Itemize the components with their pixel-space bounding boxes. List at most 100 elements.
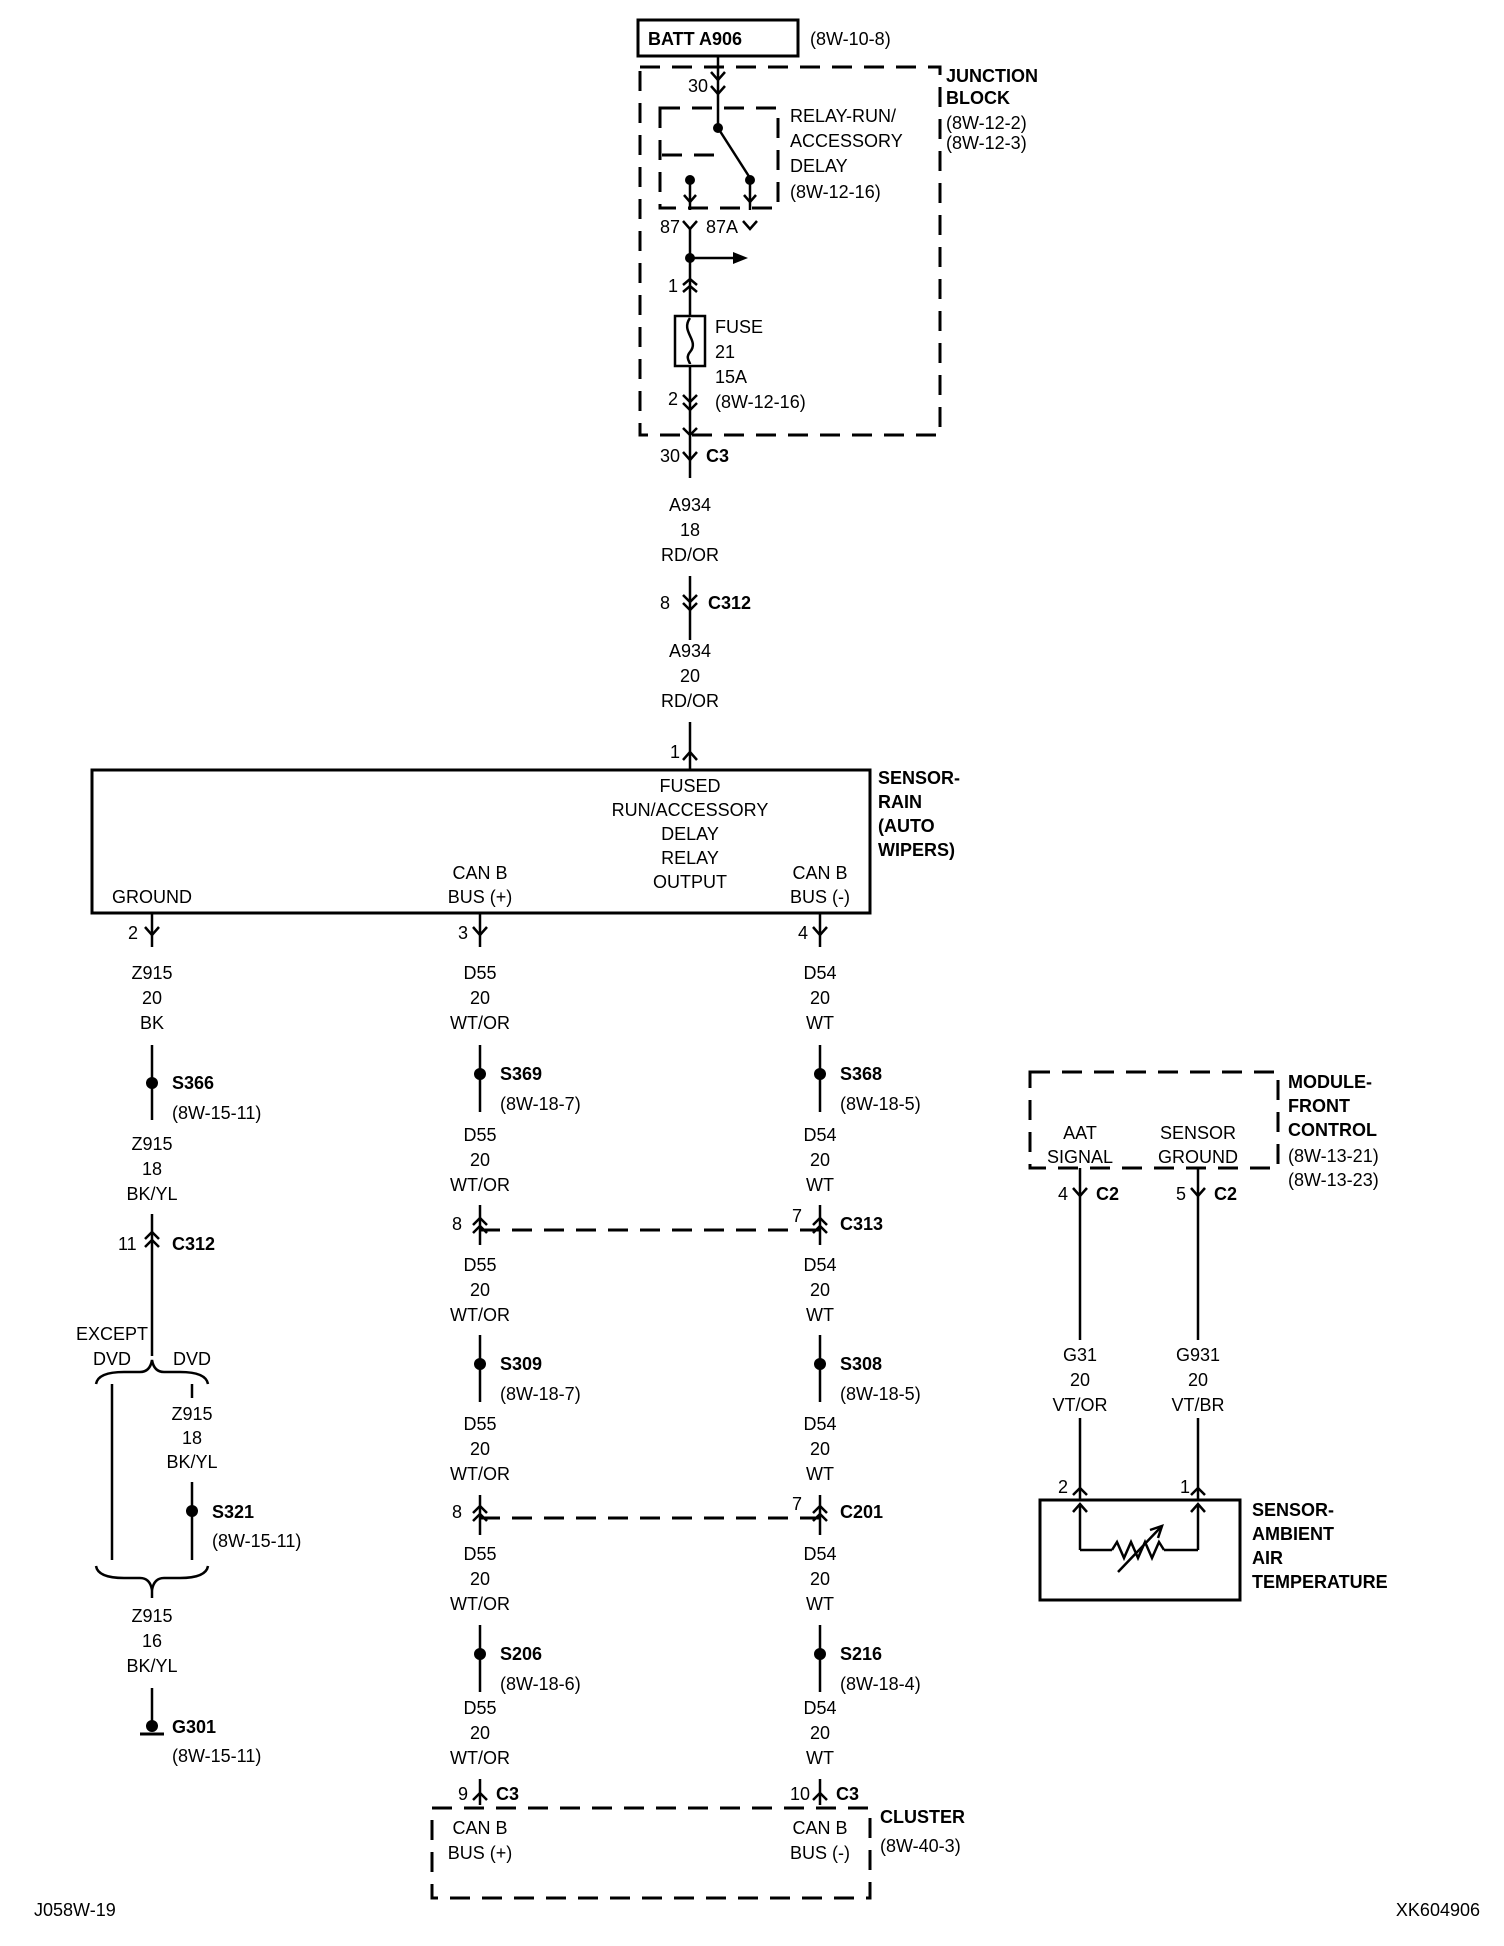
s206-name: S206 xyxy=(500,1644,542,1664)
c201-name: C201 xyxy=(840,1502,883,1522)
power-label-3: DELAY xyxy=(661,824,719,844)
g931-circuit: G931 xyxy=(1176,1345,1220,1365)
z915-20-circuit: Z915 xyxy=(131,963,172,983)
canp-w2-circuit: D55 xyxy=(463,1125,496,1145)
relay-title-3: DELAY xyxy=(790,156,848,176)
cluster-canp-2: BUS (+) xyxy=(448,1843,513,1863)
z915-18-circuit: Z915 xyxy=(131,1134,172,1154)
cluster-canm-2: BUS (-) xyxy=(790,1843,850,1863)
rain-sensor-title-1: SENSOR- xyxy=(878,768,960,788)
junction-block-ref-2: (8W-12-3) xyxy=(946,133,1027,153)
c3-top-name: C3 xyxy=(706,446,729,466)
canm-w2-color: WT xyxy=(806,1175,834,1195)
cluster-title: CLUSTER xyxy=(880,1807,965,1827)
s369-name: S369 xyxy=(500,1064,542,1084)
splice-s366 xyxy=(146,1077,158,1089)
rain-sensor-title-4: WIPERS) xyxy=(878,840,955,860)
a934-20-circuit: A934 xyxy=(669,641,711,661)
fuse-pin-in: 1 xyxy=(668,276,678,296)
canp-label-2: BUS (+) xyxy=(448,887,513,907)
rain-sensor-pin-2: 2 xyxy=(128,923,138,943)
g931-color: VT/BR xyxy=(1171,1395,1224,1415)
ground-label: GROUND xyxy=(112,887,192,907)
z915-16-circuit: Z915 xyxy=(131,1606,172,1626)
junction-block: JUNCTION BLOCK (8W-12-2) (8W-12-3) 30 RE… xyxy=(638,56,1038,440)
c313-canm-pin: 7 xyxy=(792,1206,802,1226)
s321-ref: (8W-15-11) xyxy=(212,1531,301,1551)
front-control-ref-1: (8W-13-21) xyxy=(1288,1146,1379,1166)
cluster-canp-1: CAN B xyxy=(452,1818,507,1838)
except-dvd-label: DVD xyxy=(93,1349,131,1369)
g301-name: G301 xyxy=(172,1717,216,1737)
front-control-outline xyxy=(1028,1070,1280,1170)
power-label-5: OUTPUT xyxy=(653,872,727,892)
relay-title-2: ACCESSORY xyxy=(790,131,903,151)
cluster-pin-10: 10 xyxy=(790,1784,810,1804)
canp-label-1: CAN B xyxy=(452,863,507,883)
s308-name: S308 xyxy=(840,1354,882,1374)
canm-w2-circuit: D54 xyxy=(803,1125,836,1145)
front-control-title-2: FRONT xyxy=(1288,1096,1350,1116)
ambient-title-1: SENSOR- xyxy=(1252,1500,1334,1520)
a934-20-gauge: 20 xyxy=(680,666,700,686)
z915-dvd-circuit: Z915 xyxy=(171,1404,212,1424)
option-brace-bottom xyxy=(94,1565,210,1591)
c313-name: C313 xyxy=(840,1214,883,1234)
can-bus-minus-branch: 4 D54 20 WT S368 (8W-18-5) D54 20 WT 7 C… xyxy=(790,913,921,1805)
c313-canp-pin: 8 xyxy=(452,1214,462,1234)
relay-switch-arm xyxy=(716,127,752,179)
c312-ground-pin: 11 xyxy=(118,1234,137,1254)
ambient-temp-wiring: 4 C2 5 C2 G31 20 VT/OR G931 20 VT/BR 2 1 xyxy=(1040,1168,1238,1500)
canm-w3-circuit: D54 xyxy=(803,1255,836,1275)
canm-label-2: BUS (-) xyxy=(790,887,850,907)
rain-sensor-pin-4: 4 xyxy=(798,923,808,943)
canm-label-1: CAN B xyxy=(792,863,847,883)
c201-canm-pin: 7 xyxy=(792,1494,802,1514)
rain-sensor-title-3: (AUTO xyxy=(878,816,935,836)
canm-w4-gauge: 20 xyxy=(810,1439,830,1459)
cluster: CLUSTER (8W-40-3) CAN B BUS (+) CAN B BU… xyxy=(430,1806,965,1900)
relay-pin-87a-label: 87A xyxy=(706,217,738,237)
g31-color: VT/OR xyxy=(1052,1395,1107,1415)
canm-w6-gauge: 20 xyxy=(810,1723,830,1743)
canm-w6-circuit: D54 xyxy=(803,1698,836,1718)
canm-w1-circuit: D54 xyxy=(803,963,836,983)
s216-ref: (8W-18-4) xyxy=(840,1674,921,1694)
relay-pin-87-label: 87 xyxy=(660,217,680,237)
canp-w5-circuit: D55 xyxy=(463,1544,496,1564)
canp-w2-color: WT/OR xyxy=(450,1175,510,1195)
cluster-c3-left: C3 xyxy=(496,1784,519,1804)
power-label-4: RELAY xyxy=(661,848,719,868)
s369-ref: (8W-18-7) xyxy=(500,1094,581,1114)
module-front-control: MODULE- FRONT CONTROL (8W-13-21) (8W-13-… xyxy=(1028,1070,1379,1190)
splice-s368 xyxy=(814,1068,826,1080)
fuse-number: 21 xyxy=(715,342,735,362)
canm-w4-color: WT xyxy=(806,1464,834,1484)
cluster-outline xyxy=(430,1806,872,1900)
cluster-c3-right: C3 xyxy=(836,1784,859,1804)
battery-ref: (8W-10-8) xyxy=(810,29,891,49)
front-control-c2-b: C2 xyxy=(1214,1184,1237,1204)
a934-18-gauge: 18 xyxy=(680,520,700,540)
splice-s309 xyxy=(474,1358,486,1370)
z915-dvd-color: BK/YL xyxy=(166,1452,217,1472)
front-control-title-3: CONTROL xyxy=(1288,1120,1377,1140)
ambient-title-4: TEMPERATURE xyxy=(1252,1572,1388,1592)
s216-name: S216 xyxy=(840,1644,882,1664)
rain-sensor-pin-1: 1 xyxy=(670,742,680,762)
fuse-ref: (8W-12-16) xyxy=(715,392,806,412)
battery-label: BATT A906 xyxy=(648,29,742,49)
rain-sensor-pin-3: 3 xyxy=(458,923,468,943)
splice-s206 xyxy=(474,1648,486,1660)
ambient-sensor-box xyxy=(1038,1498,1242,1602)
canp-w6-gauge: 20 xyxy=(470,1723,490,1743)
s366-ref: (8W-15-11) xyxy=(172,1103,261,1123)
c312-ground-connector xyxy=(144,1230,160,1248)
c312-top-pin: 8 xyxy=(660,593,670,613)
z915-20-gauge: 20 xyxy=(142,988,162,1008)
c201-canp-pin: 8 xyxy=(452,1502,462,1522)
c312-top-name: C312 xyxy=(708,593,751,613)
rain-sensor-title-2: RAIN xyxy=(878,792,922,812)
canm-w2-gauge: 20 xyxy=(810,1150,830,1170)
